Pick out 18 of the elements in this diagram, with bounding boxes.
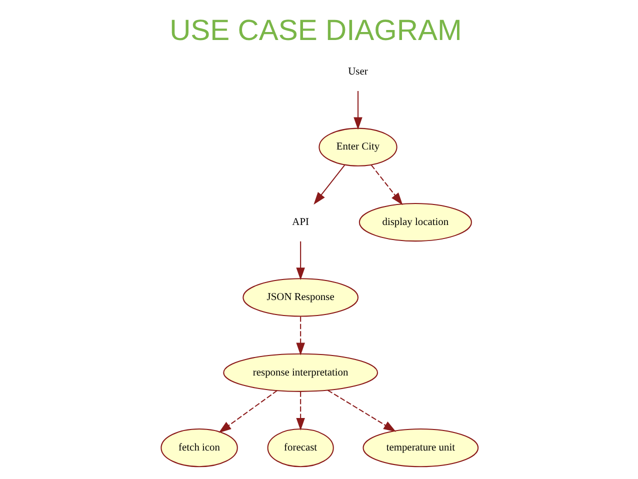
arrow [313, 164, 345, 205]
node-ellipse: fetch icon [160, 428, 238, 468]
node-text: User [348, 66, 368, 78]
arrow [296, 316, 304, 356]
diagram-title: USE CASE DIAGRAM [169, 14, 462, 47]
arrow [296, 392, 304, 430]
arrow [296, 241, 304, 280]
node-ellipse: temperature unit [362, 428, 478, 468]
node-text: API [292, 216, 308, 228]
node-ellipse: response interpretation [222, 353, 378, 392]
arrow [218, 390, 277, 433]
node-ellipse: Enter City [318, 128, 397, 166]
arrow [327, 390, 396, 432]
node-ellipse: JSON Response [242, 278, 358, 317]
arrow [353, 91, 362, 130]
arrow [370, 164, 402, 206]
node-ellipse: display location [358, 202, 472, 242]
node-ellipse: forecast [266, 428, 334, 468]
